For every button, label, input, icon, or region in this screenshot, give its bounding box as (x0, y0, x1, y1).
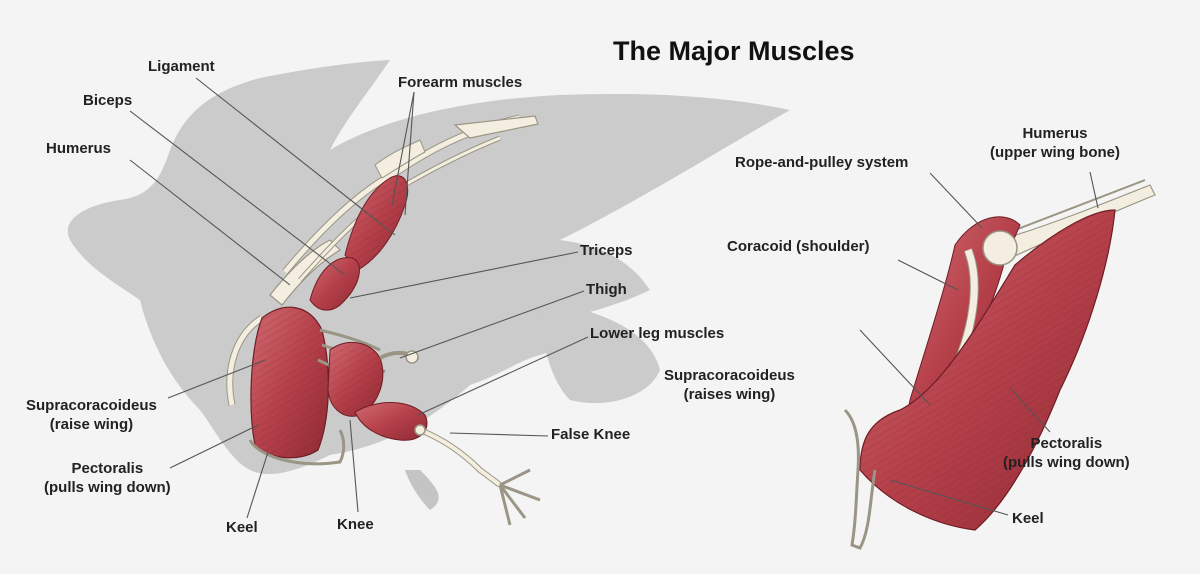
leader-biceps (129, 110, 346, 276)
bird-silhouette (67, 60, 791, 510)
label-humerus-right: Humerus (upper wing bone) (990, 125, 1120, 163)
leader-false-knee (449, 432, 549, 437)
leader-forearm-b (404, 91, 415, 216)
left-wing-anatomy (226, 114, 541, 526)
label-false-knee: False Knee (551, 426, 631, 443)
label-supracoracoideus-left: Supracoracoideus (raise wing) (26, 397, 157, 435)
right-shoulder-anatomy (843, 179, 1156, 550)
label-lower-leg-muscles: Lower leg muscles (590, 325, 725, 342)
diagram-title: The Major Muscles (613, 36, 855, 66)
label-coracoid: Coracoid (shoulder) (727, 238, 870, 255)
leader-thigh (399, 290, 585, 359)
label-keel-right: Keel (1012, 510, 1044, 527)
leader-forearm-a (391, 91, 415, 206)
label-humerus-right-line1: Humerus (1022, 125, 1088, 142)
label-triceps: Triceps (580, 242, 633, 259)
leader-ligament (195, 77, 396, 236)
label-supracoracoideus-right-line1: Supracoracoideus (664, 367, 795, 384)
label-pectoralis-right-line1: Pectoralis (1030, 435, 1103, 452)
label-knee: Knee (337, 516, 374, 533)
leader-lower-leg (417, 336, 589, 416)
label-supracoracoideus-left-line2: (raise wing) (49, 415, 134, 433)
label-pectoralis-right-line2: (pulls wing down) (1003, 453, 1130, 471)
leader-lines (129, 77, 1099, 519)
leader-coracoid (897, 259, 959, 291)
leader-keel-left (246, 451, 269, 519)
label-supracoracoideus-left-line1: Supracoracoideus (26, 397, 157, 414)
leader-triceps (349, 251, 579, 299)
label-biceps: Biceps (83, 92, 133, 109)
label-keel-left: Keel (226, 519, 258, 536)
leader-supracoracoideus-right (859, 329, 931, 406)
leader-humerus (129, 159, 291, 286)
label-humerus-right-line2: (upper wing bone) (990, 143, 1120, 161)
leader-pectoralis-left (169, 424, 259, 469)
label-humerus: Humerus (46, 140, 112, 157)
label-rope-pulley: Rope-and-pulley system (735, 154, 909, 171)
leader-knee (349, 419, 359, 513)
leader-pectoralis-right (1009, 387, 1051, 433)
label-pectoralis-left: Pectoralis (pulls wing down) (44, 460, 171, 498)
label-pectoralis-left-line2: (pulls wing down) (44, 478, 171, 496)
label-pectoralis-right: Pectoralis (pulls wing down) (1003, 435, 1130, 473)
label-supracoracoideus-right: Supracoracoideus (raises wing) (664, 367, 795, 405)
leader-humerus-right (1089, 171, 1099, 209)
label-ligament: Ligament (148, 58, 215, 75)
label-supracoracoideus-right-line2: (raises wing) (683, 385, 776, 403)
label-forearm-muscles: Forearm muscles (398, 74, 523, 91)
leader-supracoracoideus-left (167, 359, 266, 399)
label-thigh: Thigh (586, 281, 627, 298)
label-pectoralis-left-line1: Pectoralis (71, 460, 144, 477)
leader-keel-right (889, 479, 1009, 516)
leader-rope-pulley (929, 172, 983, 229)
